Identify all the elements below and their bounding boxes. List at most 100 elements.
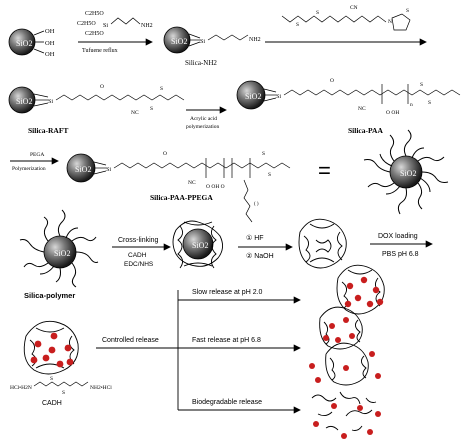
bond — [33, 30, 45, 36]
reaction-condition: CADH — [128, 252, 147, 259]
repeat-n: n — [410, 102, 413, 108]
reaction-condition: Tufuene reflux — [82, 47, 118, 54]
carbonyl-o: O — [330, 78, 334, 84]
carbonyl-o: O — [100, 84, 104, 90]
reaction-condition: PEGA — [30, 152, 44, 158]
product-label: Silica-RAFT — [28, 126, 68, 135]
crosslinked-particle: SiO2 — [172, 220, 223, 269]
sulfur: S — [406, 8, 409, 14]
sulfur: S — [296, 22, 299, 28]
cadh-label: CADH — [42, 400, 62, 407]
oh-group: OH — [45, 51, 55, 58]
sio2-label: SiO2 — [245, 92, 261, 101]
si-atom: Si — [200, 39, 205, 45]
product-label: Silica-PAA — [348, 126, 383, 135]
cadh-structure: HCl•H2N S S NH2•HCl CADH — [10, 376, 112, 407]
sio2-label: SiO2 — [192, 241, 208, 250]
bond — [93, 170, 107, 175]
cyano: NC — [358, 106, 366, 112]
sulfur: S — [428, 100, 431, 106]
propyl-chain — [207, 34, 249, 41]
sulfur: S — [62, 390, 65, 396]
bond — [263, 97, 277, 102]
reaction-condition: ① HF — [246, 234, 264, 242]
linker-chain — [55, 94, 185, 101]
degraded-fragments — [311, 391, 381, 439]
peg-side-chain — [243, 179, 253, 223]
bond — [93, 161, 107, 166]
sio2-label: SiO2 — [400, 169, 416, 178]
reagent-ethoxy: C2H5O — [77, 21, 96, 27]
raft-agent — [281, 15, 387, 23]
sulfur: S — [160, 86, 163, 92]
product-label: Silica-NH2 — [185, 59, 217, 67]
release-label: Biodegradable release — [192, 399, 262, 406]
linker-chain — [283, 89, 461, 96]
reagent-ethoxy: C2H5O — [85, 11, 104, 17]
dox-loaded-particle — [336, 264, 385, 315]
release-label: Slow release at pH 2.0 — [192, 289, 263, 296]
reaction-condition: Polymerization — [12, 166, 46, 172]
cadh-formula: HCl•H2N — [10, 385, 32, 391]
reagent-ethoxy: C2H5O — [85, 31, 104, 37]
polymer-brush-particle: SiO2 — [363, 129, 449, 215]
polymer-brush-particle: SiO2 — [19, 209, 99, 288]
thiazolidine-ring — [391, 13, 411, 31]
reaction-condition: Cross-linking — [118, 237, 159, 244]
reaction-condition: PBS pH 6.8 — [382, 251, 419, 258]
oh-group: OH — [45, 40, 55, 47]
release-label: Controlled release — [102, 337, 159, 344]
reaction-condition: ② NaOH — [246, 253, 274, 260]
sio2-label: SiO2 — [16, 39, 32, 48]
equals-sign: = — [318, 158, 331, 183]
cadh-formula: NH2•HCl — [90, 385, 112, 391]
hollow-network — [298, 218, 347, 269]
release-label: Fast release at pH 6.8 — [192, 337, 261, 344]
carbonyl-o: O — [163, 151, 167, 157]
slow-release-particle — [319, 306, 363, 350]
linker-chain — [113, 162, 291, 169]
row-silica-raft: SiO2 Si O NC S S Silica-RAFT Acrylic aci… — [8, 78, 461, 135]
fast-release-particle — [309, 342, 381, 386]
sulfur: S — [268, 172, 271, 178]
bond — [188, 33, 201, 39]
sulfur: S — [150, 106, 153, 112]
product-label: Silica-polymer — [24, 291, 75, 300]
si-atom: Si — [276, 94, 281, 100]
sio2-label: SiO2 — [75, 165, 91, 174]
cadh-chain — [33, 381, 89, 387]
row-silica-nh2: SiO2 OH OH OH C2H5O C2H5O C2H5O Si NH2 T… — [8, 5, 427, 67]
dox-loaded-particle — [23, 320, 79, 375]
sulfur: S — [50, 376, 53, 382]
sio2-label: SiO2 — [171, 37, 187, 46]
bond — [33, 48, 45, 54]
sio2-label: SiO2 — [54, 249, 70, 258]
amine-group: NH2 — [249, 37, 261, 43]
reaction-condition: DOX loading — [378, 233, 418, 240]
sulfur: S — [262, 151, 265, 157]
bond — [188, 41, 201, 47]
oh-group: OH — [45, 28, 55, 35]
acid-group: O OH O — [206, 184, 225, 190]
nitrogen: N — [388, 19, 392, 25]
bond — [263, 88, 277, 93]
bond — [33, 93, 49, 98]
cyano: NC — [188, 180, 196, 186]
si-atom: Si — [106, 167, 111, 173]
si-atom: Si — [103, 23, 108, 29]
amine-group: NH2 — [141, 23, 153, 29]
si-atom: Si — [48, 99, 53, 105]
row-crosslinking: SiO2 Silica-polymer Cross-linking CADH E… — [19, 209, 433, 300]
cyano: CN — [350, 5, 358, 11]
reaction-condition: EDC/NHS — [124, 261, 154, 268]
row-silica-paa-ppega: PEGA Polymerization SiO2 Si O NC O OH O … — [10, 129, 449, 223]
sio2-label: SiO2 — [16, 97, 32, 106]
release-section: Controlled release Slow release at pH 2.… — [10, 289, 381, 439]
cyano: NC — [131, 110, 139, 116]
propyl-chain — [110, 17, 141, 25]
reaction-condition: Acrylic acid — [190, 116, 217, 122]
peg-repeat: ( ) — [254, 202, 259, 207]
reaction-condition: polymerization — [186, 124, 220, 130]
product-label: Silica-PAA-PPEGA — [150, 193, 213, 202]
